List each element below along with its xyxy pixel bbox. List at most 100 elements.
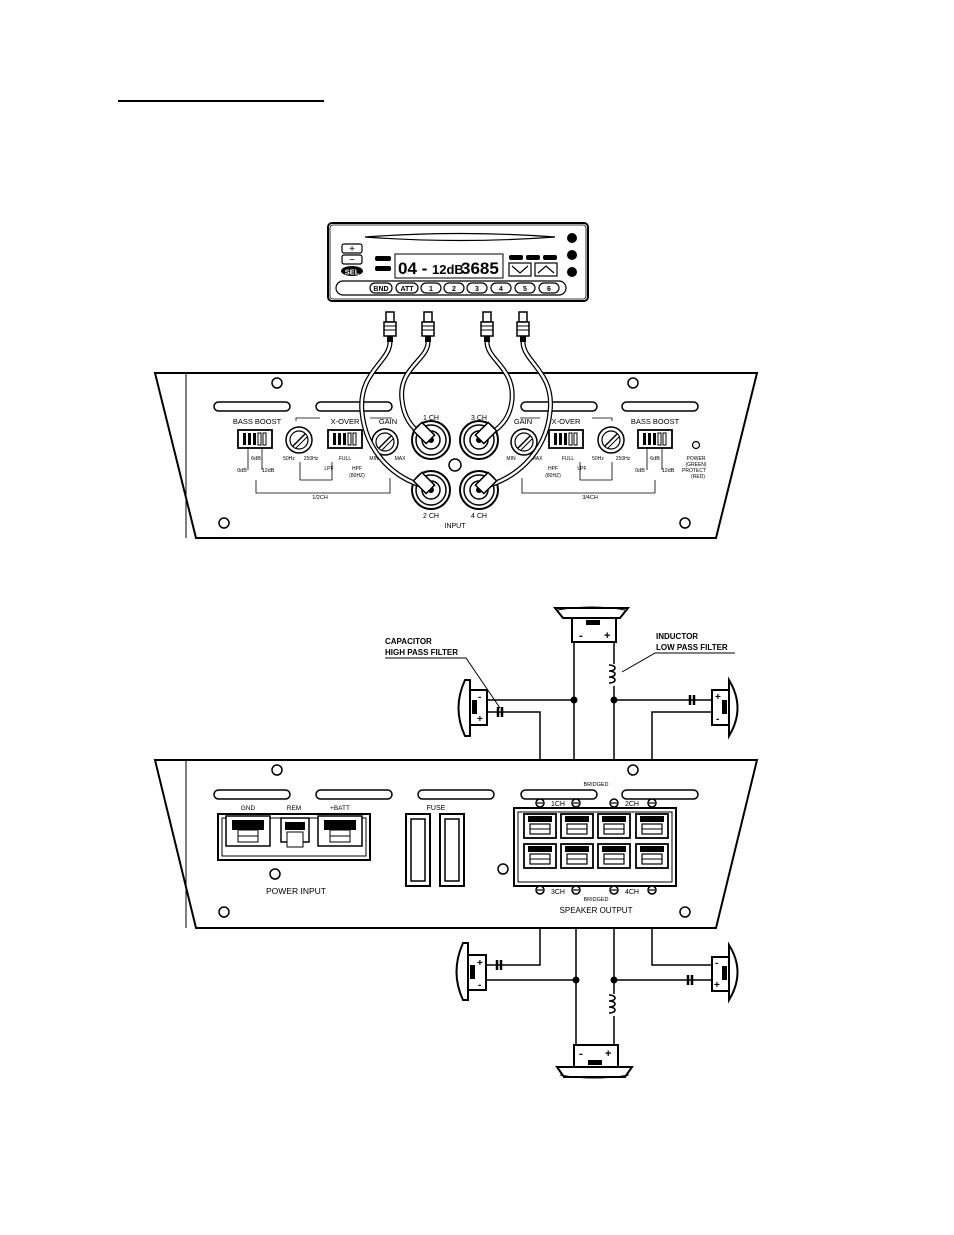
fuse-1[interactable] <box>405 813 431 887</box>
batt-terminal[interactable] <box>317 815 363 847</box>
seek-down-button[interactable] <box>508 262 532 277</box>
right-bass-boost-switch[interactable] <box>637 429 673 449</box>
right-group-label: 3/4CH <box>582 495 598 501</box>
svg-text:BND: BND <box>373 286 388 293</box>
preset-4-button[interactable]: 4 <box>490 282 512 294</box>
input-3ch: 3 CH <box>471 415 487 422</box>
svg-text:-: - <box>478 692 481 703</box>
head-unit-button-right-2[interactable] <box>526 255 540 260</box>
head-unit-button-left-2[interactable] <box>375 266 391 271</box>
svg-text:+: + <box>349 244 355 255</box>
input-4ch: 4 CH <box>471 513 487 520</box>
svg-text:6: 6 <box>547 286 551 293</box>
left-xover-switch[interactable] <box>327 429 363 449</box>
plus-button[interactable]: + <box>341 243 363 255</box>
display-main: 04 - <box>398 259 427 278</box>
bnd-button[interactable]: BND <box>369 282 393 294</box>
amplifier-terminal-panel: GND REM +BATT POWER INPUT FUSE <box>153 759 759 929</box>
bridged-label-top: BRIDGED <box>583 782 608 788</box>
head-unit-display: 04 - 12dB 3685 <box>394 253 504 279</box>
speaker-2ch-label: 2CH <box>625 801 639 808</box>
led-green: (GREEN) <box>685 462 706 468</box>
display-freq: 3685 <box>461 259 499 278</box>
rca-plugs-top <box>383 311 530 343</box>
head-unit-knob-top[interactable] <box>567 233 577 243</box>
rca-cables <box>359 341 553 489</box>
seek-up-button[interactable] <box>534 262 558 277</box>
head-unit-knob-mid[interactable] <box>567 250 577 260</box>
minus-button[interactable]: − <box>341 254 363 266</box>
head-unit-knob-bottom[interactable] <box>567 267 577 277</box>
speaker-low-left: + - <box>455 942 487 1001</box>
svg-text:SEL: SEL <box>345 268 360 277</box>
right-bb-12db: 12dB <box>662 468 675 474</box>
svg-text:+: + <box>477 714 483 725</box>
mount-hole <box>679 517 691 529</box>
speaker-3ch-label: 3CH <box>551 889 565 896</box>
sel-button[interactable]: SEL <box>341 266 363 277</box>
preset-6-button[interactable]: 6 <box>538 282 560 294</box>
left-gain-label: GAIN <box>379 417 397 426</box>
right-xover-switch[interactable] <box>548 429 584 449</box>
rem-terminal[interactable] <box>280 817 310 848</box>
power-led <box>691 440 701 450</box>
svg-text:2: 2 <box>452 286 456 293</box>
gnd-label: GND <box>241 805 256 812</box>
speaker-bottom: - + <box>555 1044 634 1079</box>
input-label: INPUT <box>445 523 467 530</box>
left-xover-knob[interactable] <box>285 426 313 454</box>
head-unit-button-right-3[interactable] <box>543 255 557 260</box>
preset-2-button[interactable]: 2 <box>443 282 465 294</box>
input-1ch: 1 CH <box>423 415 439 422</box>
fuse-2[interactable] <box>439 813 465 887</box>
led-power: POWER <box>687 456 706 462</box>
inductor-label: INDUCTOR <box>656 632 698 641</box>
svg-text:+: + <box>715 692 721 703</box>
preset-3-button[interactable]: 3 <box>466 282 488 294</box>
svg-text:−: − <box>349 255 355 266</box>
svg-text:ATT: ATT <box>400 286 414 293</box>
mount-hole <box>271 377 283 389</box>
head-unit-button-left-1[interactable] <box>375 256 391 261</box>
right-bb-6db: 6dB <box>650 456 660 462</box>
right-x-50hz: 50Hz <box>592 456 604 462</box>
left-xover-label: X-OVER <box>331 417 360 426</box>
mount-hole <box>679 906 691 918</box>
inductor-symbols <box>606 664 622 1016</box>
left-x-hpf: HPF <box>352 466 362 472</box>
mount-hole <box>218 906 230 918</box>
right-g-max: MAX <box>532 456 544 462</box>
preset-1-button[interactable]: 1 <box>420 282 442 294</box>
right-gain-label: GAIN <box>514 417 532 426</box>
speaker-4ch-label: 4CH <box>625 889 639 896</box>
preset-5-button[interactable]: 5 <box>514 282 536 294</box>
gnd-terminal[interactable] <box>225 815 271 847</box>
left-g-min: MIN <box>369 456 379 462</box>
left-bass-boost-switch[interactable] <box>237 429 273 449</box>
svg-text:3: 3 <box>475 286 479 293</box>
right-xover-label: X-OVER <box>552 417 581 426</box>
left-bb-6db: 6dB <box>251 456 261 462</box>
right-x-250hz: 250Hz <box>616 456 631 462</box>
left-group-label: 1/2CH <box>312 495 328 501</box>
right-bb-0db: 0dB <box>635 468 645 474</box>
left-x-250hz: 250Hz <box>304 456 319 462</box>
display-mid: 12dB <box>432 262 464 277</box>
amplifier-control-panel: BASS BOOST 6dB 0dB 12dB X-OVER 50Hz 250H… <box>153 372 759 539</box>
svg-text:+: + <box>477 958 483 969</box>
svg-text:-: - <box>715 958 718 969</box>
speaker-mid-right: + - <box>711 676 739 740</box>
input-2ch: 2 CH <box>423 513 439 520</box>
rca-plugs-inserted <box>412 421 498 495</box>
att-button[interactable]: ATT <box>395 282 419 294</box>
power-input-label: POWER INPUT <box>266 886 326 896</box>
junction-dots <box>570 696 618 984</box>
speaker-mid-left: - + <box>457 679 488 737</box>
right-xover-knob[interactable] <box>597 426 625 454</box>
capacitor-label: CAPACITOR <box>385 637 432 646</box>
capacitor-sublabel: HIGH PASS FILTER <box>385 648 458 657</box>
right-x-hpf-sub: (80HZ) <box>545 473 561 479</box>
mount-hole <box>271 764 283 776</box>
capacitor-callout: CAPACITOR HIGH PASS FILTER <box>385 637 501 709</box>
head-unit-button-right-1[interactable] <box>509 255 523 260</box>
